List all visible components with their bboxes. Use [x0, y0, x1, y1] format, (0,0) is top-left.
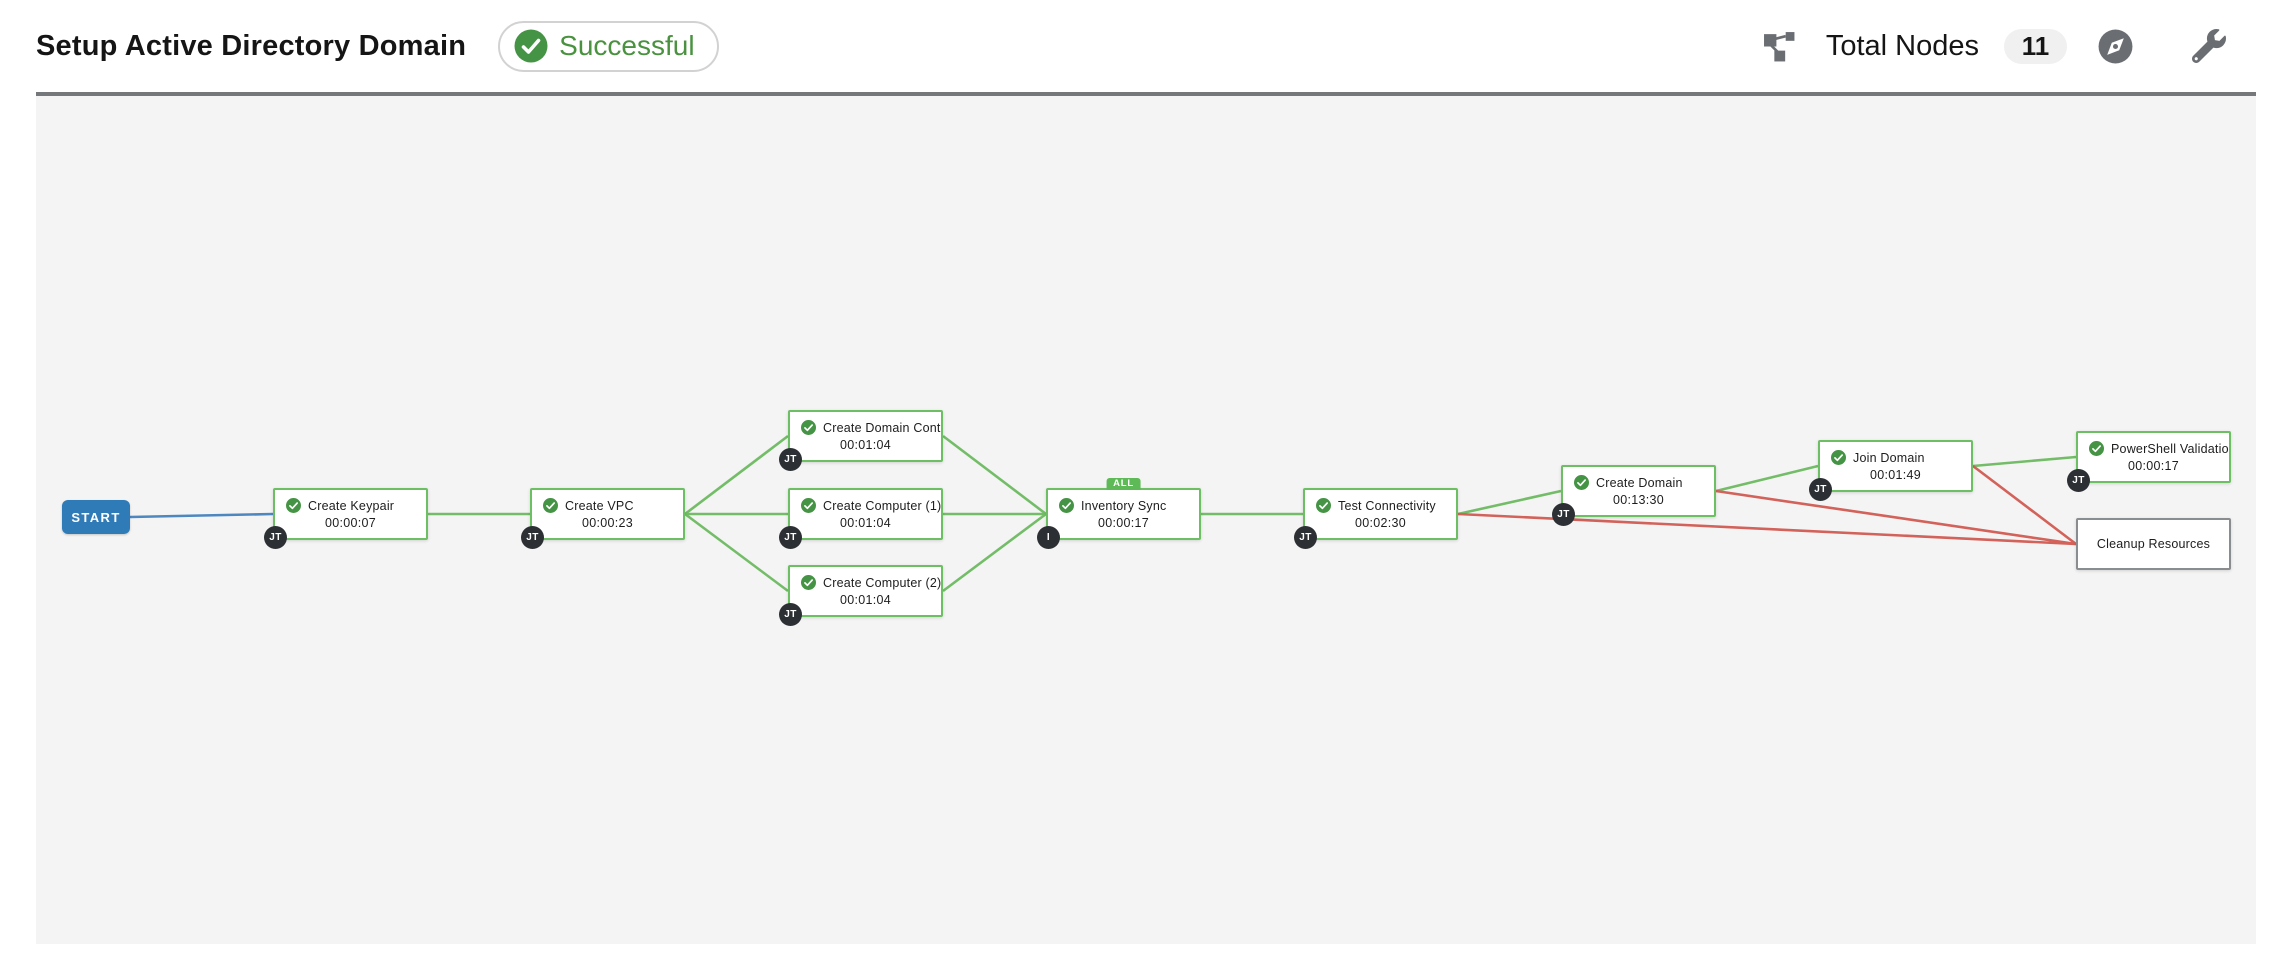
legend-compass-button[interactable] — [2098, 29, 2133, 64]
node-title-row: Create Domain — [1563, 475, 1714, 490]
check-circle-icon — [514, 29, 548, 63]
edge-create_domain-join_domain — [1715, 464, 1819, 493]
node-label: Create Computer (1) — [823, 498, 941, 513]
node-type-badge: JT — [1552, 503, 1575, 526]
node-elapsed-time: 00:01:04 — [839, 438, 892, 452]
edge-create_vpc-create_computer_2 — [684, 512, 789, 593]
node-elapsed-time: 00:02:30 — [1354, 516, 1407, 530]
node-type-badge: JT — [264, 526, 287, 549]
wrench-icon — [2190, 29, 2228, 63]
node-label: Join Domain — [1853, 450, 1925, 465]
node-label: Create Keypair — [308, 498, 395, 513]
node-elapsed-time: 00:01:04 — [839, 593, 892, 607]
header-toolbar: Total Nodes 11 — [1763, 28, 2228, 64]
edge-test_connectivity-create_domain — [1457, 489, 1562, 516]
node-type-badge: JT — [2067, 469, 2090, 492]
node-label: Create VPC — [565, 498, 634, 513]
node-label: Cleanup Resources — [2096, 537, 2211, 551]
convergence-all-badge: ALL — [1106, 478, 1141, 490]
edge-join_domain-powershell_validation — [1972, 455, 2077, 468]
check-circle-icon — [801, 420, 816, 435]
check-circle-icon — [801, 498, 816, 513]
edge-create_domain-cleanup_resources — [1715, 489, 2077, 546]
check-circle-icon — [286, 498, 301, 513]
total-nodes-count-badge: 11 — [2004, 28, 2067, 64]
edge-create_computer_2-inventory_sync — [942, 512, 1047, 593]
node-label: Inventory Sync — [1081, 498, 1167, 513]
node-title-row: Create VPC — [532, 498, 683, 513]
sitemap-icon — [1763, 31, 1796, 62]
node-label: PowerShell Validation — [2111, 441, 2229, 456]
edge-create_vpc-create_domain_controller — [684, 434, 789, 516]
node-label: Create Domain — [1596, 475, 1683, 490]
node-type-badge: JT — [779, 448, 802, 471]
node-title-row: Inventory Sync — [1048, 498, 1199, 513]
node-type-badge: JT — [779, 603, 802, 626]
node-title-row: Create Computer (2) — [790, 575, 941, 590]
edge-create_domain_controller-inventory_sync — [942, 434, 1047, 516]
node-type-badge: JT — [1294, 526, 1317, 549]
node-title-row: Create Computer (1) — [790, 498, 941, 513]
total-nodes-label: Total Nodes — [1825, 29, 1979, 62]
start-node[interactable]: START — [62, 500, 130, 534]
node-type-badge: JT — [779, 526, 802, 549]
node-type-badge: JT — [521, 526, 544, 549]
page-title: Setup Active Directory Domain — [36, 29, 467, 62]
node-title-row: Test Connectivity — [1305, 498, 1456, 513]
workflow-node-cleanup_resources[interactable]: Cleanup Resources — [2076, 518, 2231, 570]
tools-wrench-button[interactable] — [2190, 29, 2228, 63]
node-elapsed-time: 00:01:04 — [839, 516, 892, 530]
node-label: Create Computer (2) — [823, 575, 941, 590]
edge-start-create_keypair — [129, 512, 274, 519]
check-circle-icon — [1574, 475, 1589, 490]
node-title-row: PowerShell Validation — [2078, 441, 2229, 456]
node-elapsed-time: 00:00:23 — [581, 516, 634, 530]
node-elapsed-time: 00:01:49 — [1869, 468, 1922, 482]
check-circle-icon — [1316, 498, 1331, 513]
node-elapsed-time: 00:00:07 — [324, 516, 377, 530]
node-elapsed-time: 00:00:17 — [2127, 459, 2180, 473]
node-type-badge: JT — [1809, 478, 1832, 501]
page-header: Setup Active Directory Domain Successful… — [0, 0, 2290, 92]
check-circle-icon — [1831, 450, 1846, 465]
compass-icon — [2098, 29, 2133, 64]
check-circle-icon — [1059, 498, 1074, 513]
node-title-row: Create Keypair — [275, 498, 426, 513]
edge-join_domain-cleanup_resources — [1972, 464, 2077, 546]
node-title-row: Create Domain Contr... — [790, 420, 941, 435]
node-elapsed-time: 00:00:17 — [1097, 516, 1150, 530]
check-circle-icon — [801, 575, 816, 590]
edge-test_connectivity-cleanup_resources — [1457, 512, 2077, 546]
check-circle-icon — [543, 498, 558, 513]
node-title-row: Join Domain — [1820, 450, 1971, 465]
node-elapsed-time: 00:13:30 — [1612, 493, 1665, 507]
status-badge-label: Successful — [559, 30, 695, 61]
node-label: Test Connectivity — [1338, 498, 1436, 513]
node-label: Create Domain Contr... — [823, 420, 941, 435]
check-circle-icon — [2089, 441, 2104, 456]
status-badge: Successful — [498, 20, 719, 72]
node-type-badge: I — [1037, 526, 1060, 549]
